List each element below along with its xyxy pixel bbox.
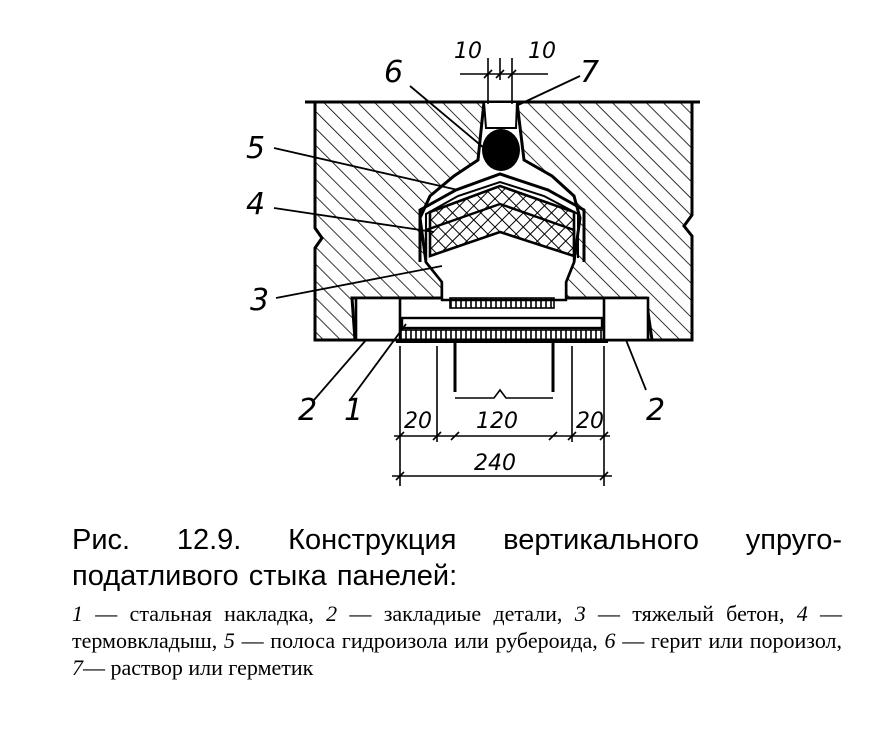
waterproofing-strip bbox=[418, 172, 586, 262]
label-7: 7 bbox=[580, 55, 599, 90]
label-3: 3 bbox=[250, 283, 269, 318]
legend-num: 3 bbox=[574, 601, 586, 626]
caption-legend: 1 — стальная накладка, 2 — закладиые дет… bbox=[72, 600, 842, 681]
gerit-cord bbox=[482, 129, 520, 171]
legend-text: — термовкладыш, bbox=[72, 601, 842, 653]
dim-bottom-mid: 120 bbox=[476, 409, 518, 434]
label-5: 5 bbox=[246, 131, 265, 166]
legend-num: 5 bbox=[223, 628, 235, 653]
legend-num: 7 bbox=[72, 655, 83, 680]
figure-caption: Рис. 12.9. Конструкция вертикального упр… bbox=[72, 522, 842, 681]
mortar-sealant bbox=[482, 101, 519, 129]
legend-num: 1 bbox=[72, 601, 83, 626]
dim-bottom-left: 20 bbox=[404, 409, 432, 434]
label-4: 4 bbox=[246, 187, 265, 222]
legend-text: — тяжелый бетон, bbox=[585, 601, 797, 626]
label-6: 6 bbox=[384, 55, 403, 90]
concrete-panels bbox=[313, 100, 694, 342]
caption-title: Рис. 12.9. Конструкция вертикального упр… bbox=[72, 524, 842, 592]
dim-bottom-right: 20 bbox=[576, 409, 604, 434]
legend-num: 6 bbox=[604, 628, 616, 653]
legend-num: 4 bbox=[796, 601, 808, 626]
dim-top-right: 10 bbox=[528, 39, 556, 64]
leader-lines bbox=[273, 75, 647, 401]
label-1: 1 bbox=[344, 393, 363, 428]
legend-text: — раствор или герметик bbox=[83, 655, 314, 680]
label-2-right: 2 bbox=[646, 393, 665, 428]
embedded-part-right bbox=[602, 296, 650, 342]
legend-text: — полоса гидроизола или рубероида, bbox=[234, 628, 605, 653]
steel-plate bbox=[400, 316, 604, 330]
legend-num: 2 bbox=[326, 601, 338, 626]
embedded-part-left bbox=[354, 296, 402, 342]
dimension-lines bbox=[392, 58, 612, 486]
legend-text: — закладиые детали, bbox=[337, 601, 575, 626]
legend-text: — стальная накладка, bbox=[83, 601, 327, 626]
thermal-insert bbox=[428, 184, 576, 258]
dim-top-left: 10 bbox=[454, 39, 482, 64]
label-2-left: 2 bbox=[298, 393, 317, 428]
dim-total: 240 bbox=[474, 451, 516, 476]
legend-text: — герит или пороизол, bbox=[615, 628, 843, 653]
